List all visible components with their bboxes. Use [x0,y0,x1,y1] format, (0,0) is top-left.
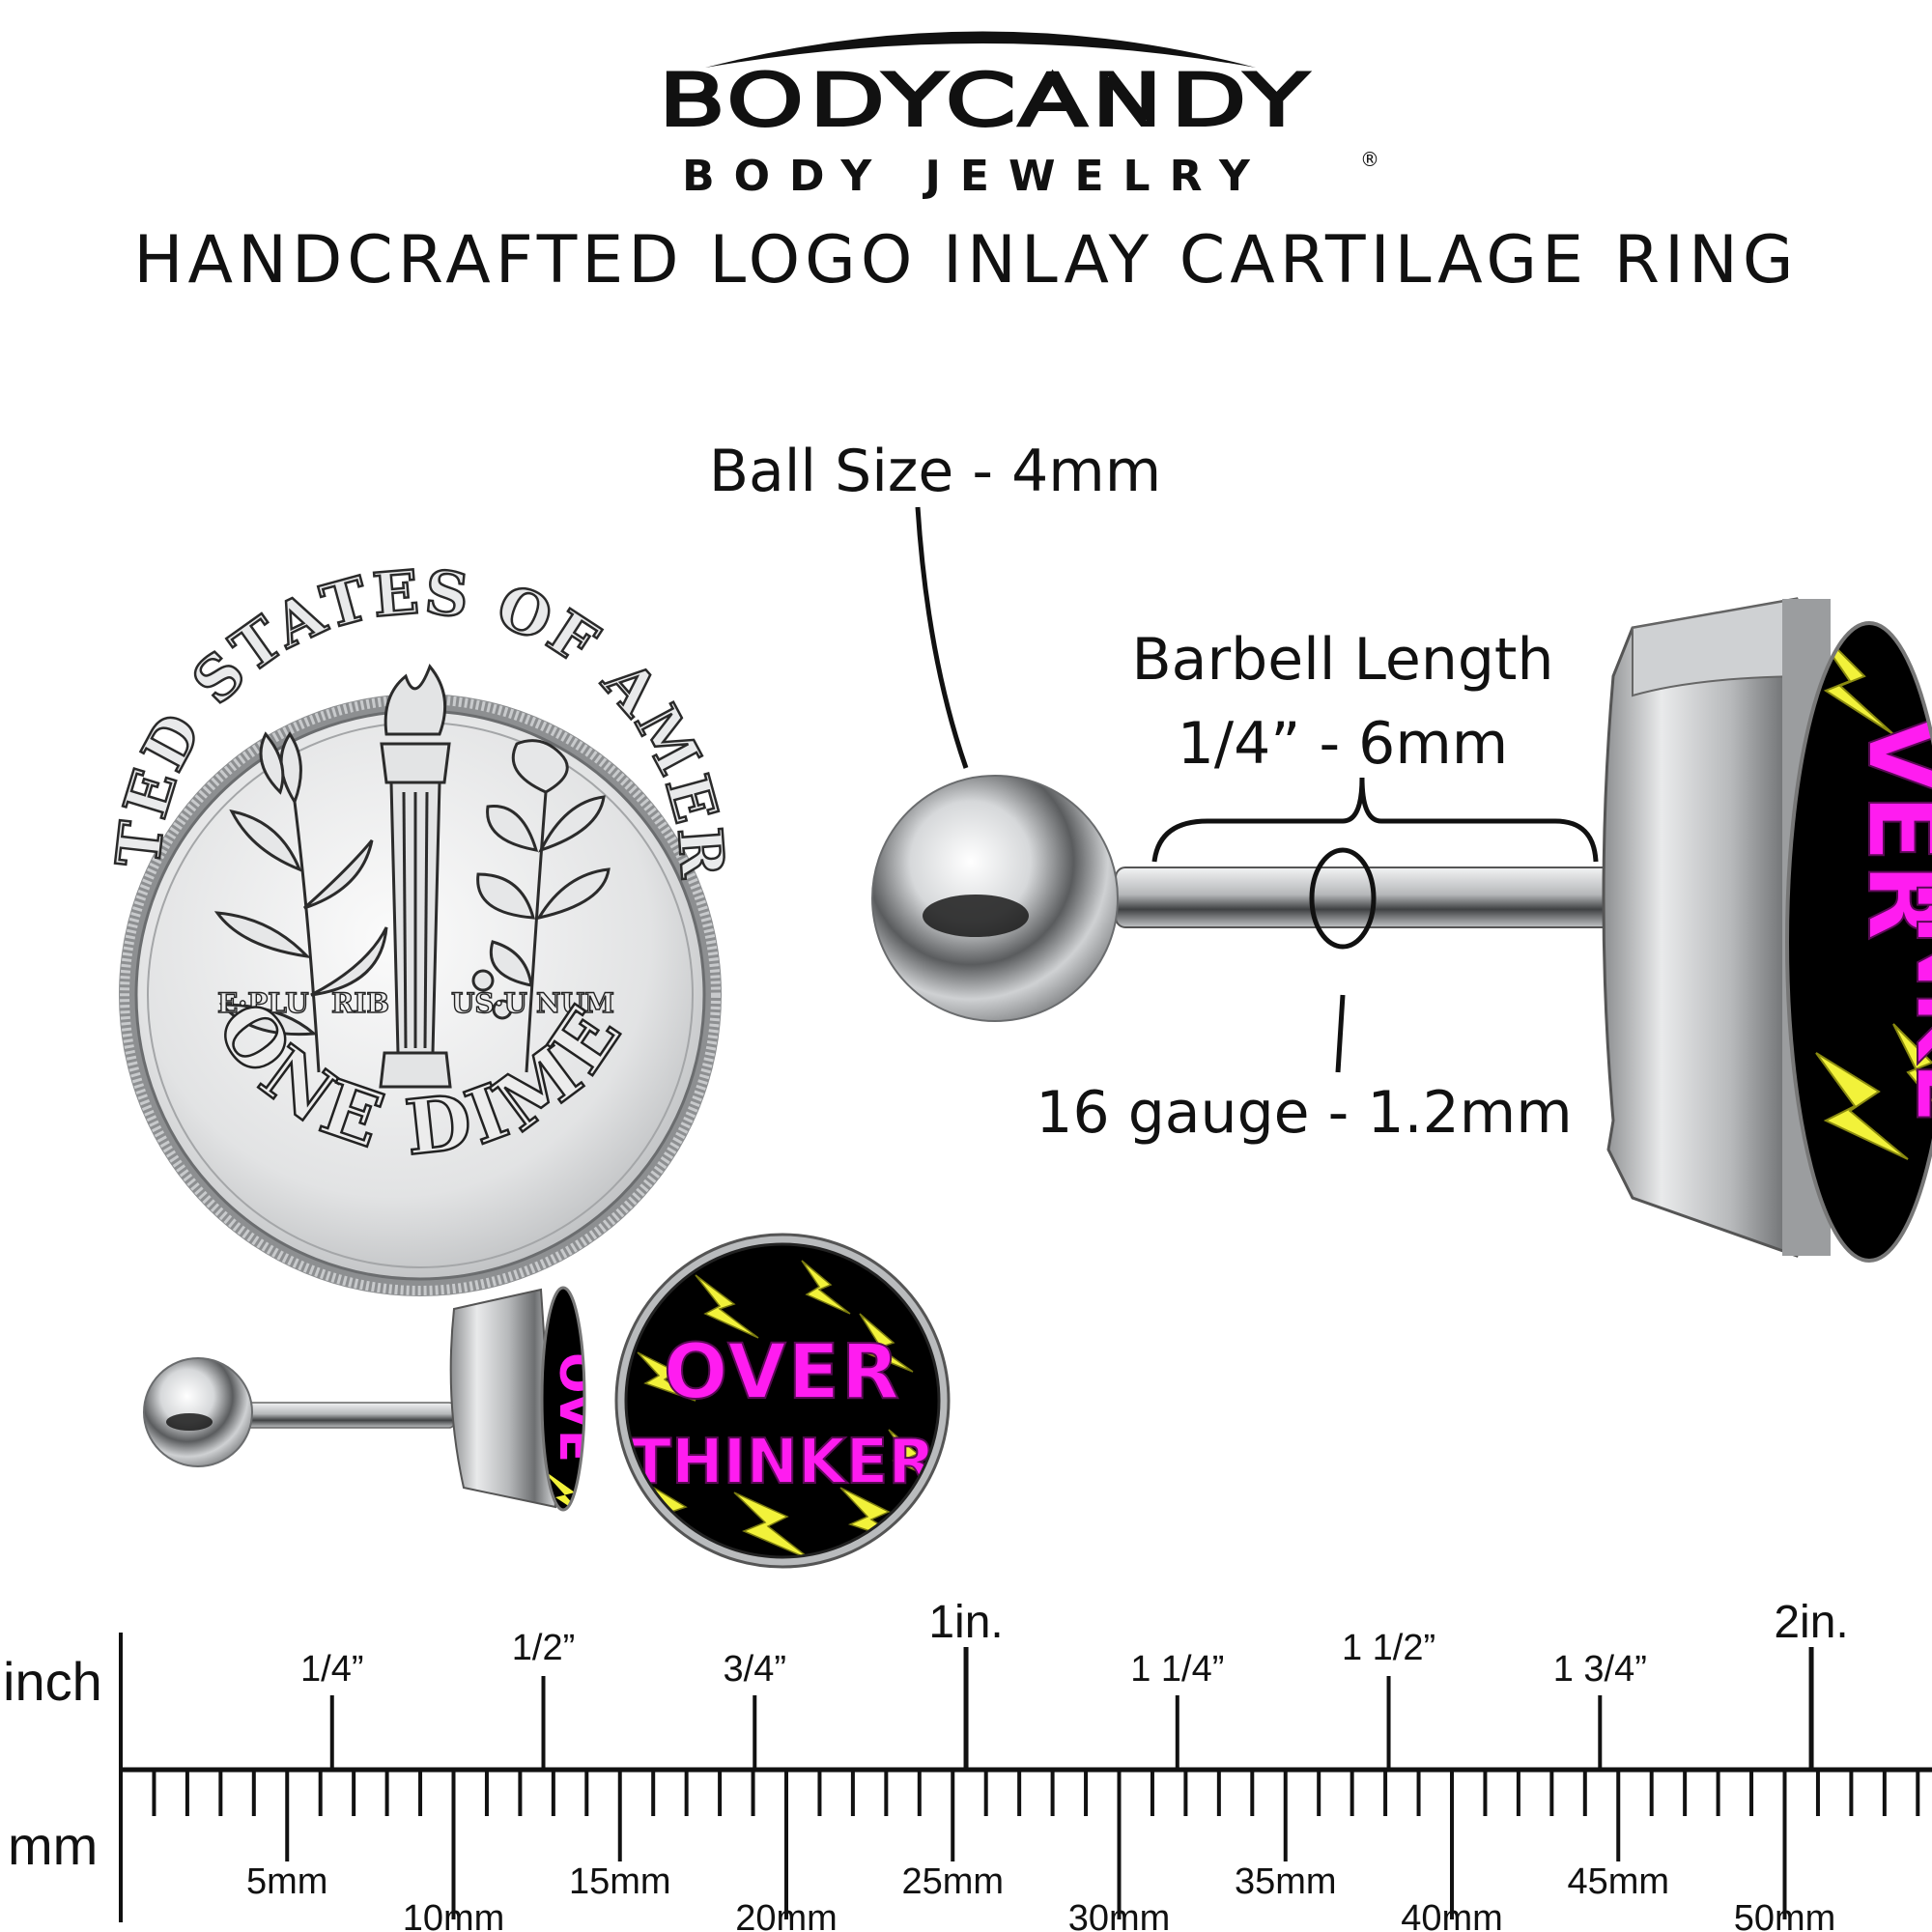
oak-branch-icon [471,739,611,1073]
ruler-inch-label: inch [3,1651,102,1712]
svg-text:1/4” - 6mm: 1/4” - 6mm [1178,710,1509,778]
logo-arc [705,31,1256,68]
logo-inlay-front: OVER THINKER [614,1233,951,1569]
inlay-line1: OVER [664,1329,901,1416]
svg-text:US·U: US·U [451,987,527,1019]
svg-text:VER: VER [1845,715,1932,941]
mm-label: 30mm [1068,1898,1171,1932]
svg-text:NUM: NUM [536,987,614,1019]
mm-label: 40mm [1401,1898,1503,1932]
mm-label: 35mm [1235,1861,1337,1902]
brand-logo: BODYCANDY BODY JEWELRY ® [655,31,1379,201]
ruler-mm-ticks: 5mm 10mm 15mm 20mm 25mm 30mm 35mm 40mm 45mm 50mm [152,1770,1920,1932]
olive-branch-icon [213,731,388,1073]
inlay-side-text: VER INKE [1844,714,1932,1124]
barbell-bar [1115,867,1614,928]
mm-label: 25mm [901,1861,1004,1902]
mm-label: 45mm [1567,1861,1669,1902]
torch-icon [379,664,452,1089]
svg-text:16 gauge - 1.2mm: 16 gauge - 1.2mm [1036,1079,1572,1147]
inch-label: 2in. [1774,1597,1848,1648]
mm-label: 5mm [246,1861,327,1902]
svg-text:RIB: RIB [331,987,389,1019]
ruler-mm-label: mm [8,1815,98,1876]
inch-label: 1 3/4” [1553,1649,1647,1690]
product-title: HANDCRAFTED LOGO INLAY CARTILAGE RING [133,222,1798,298]
mm-label: 10mm [403,1898,505,1932]
inch-label: 1/4” [300,1649,363,1690]
dime-motto: E·PLU RIB US·U NUM [216,986,614,1019]
inch-label: 1in. [928,1597,1003,1648]
inch-label: 1 1/4” [1130,1649,1224,1690]
callout-barbell-length: Barbell Length 1/4” - 6mm [1132,626,1599,863]
measurement-ruler: inch mm 5mm 10mm 15mm 20mm 25mm 30mm 35mm 40mm 4… [3,1597,1932,1932]
ruler-inch-ticks: 1/4” 1/2” 3/4” 1in. 1 1/4” 1 1/2” 1 3/4” 2in. [300,1597,1849,1770]
callout-ball-size: Ball Size - 4mm [709,438,1161,769]
gauge-ring [1309,847,1377,950]
svg-text:INKE: INKE [1895,879,1932,1123]
brand-tagline: BODY JEWELRY [682,152,1269,201]
length-bracket [1151,777,1599,863]
mm-label: 20mm [735,1898,838,1932]
inch-label: 1/2” [512,1628,575,1668]
inch-label: 3/4” [724,1649,786,1690]
svg-text:Barbell Length: Barbell Length [1132,626,1554,694]
svg-text:OVE: OVE [549,1352,605,1463]
inlay-line2: THINKER [629,1427,935,1498]
brand-name: BODYCANDY [659,61,1313,140]
inch-label: 1 1/2” [1342,1628,1435,1668]
callout-gauge: 16 gauge - 1.2mm [1036,847,1573,1147]
dime-coin: UNITED STATES OF AMERICA [0,0,736,1296]
mm-label: 50mm [1734,1898,1836,1932]
earring-large: VER INKE [871,597,1932,1263]
mm-label: 15mm [569,1861,671,1902]
svg-text:E·PLU: E·PLU [217,987,309,1019]
svg-text:Ball Size - 4mm: Ball Size - 4mm [709,438,1161,505]
earring-small: OVE [143,1286,605,1512]
registered-mark: ® [1360,148,1379,171]
